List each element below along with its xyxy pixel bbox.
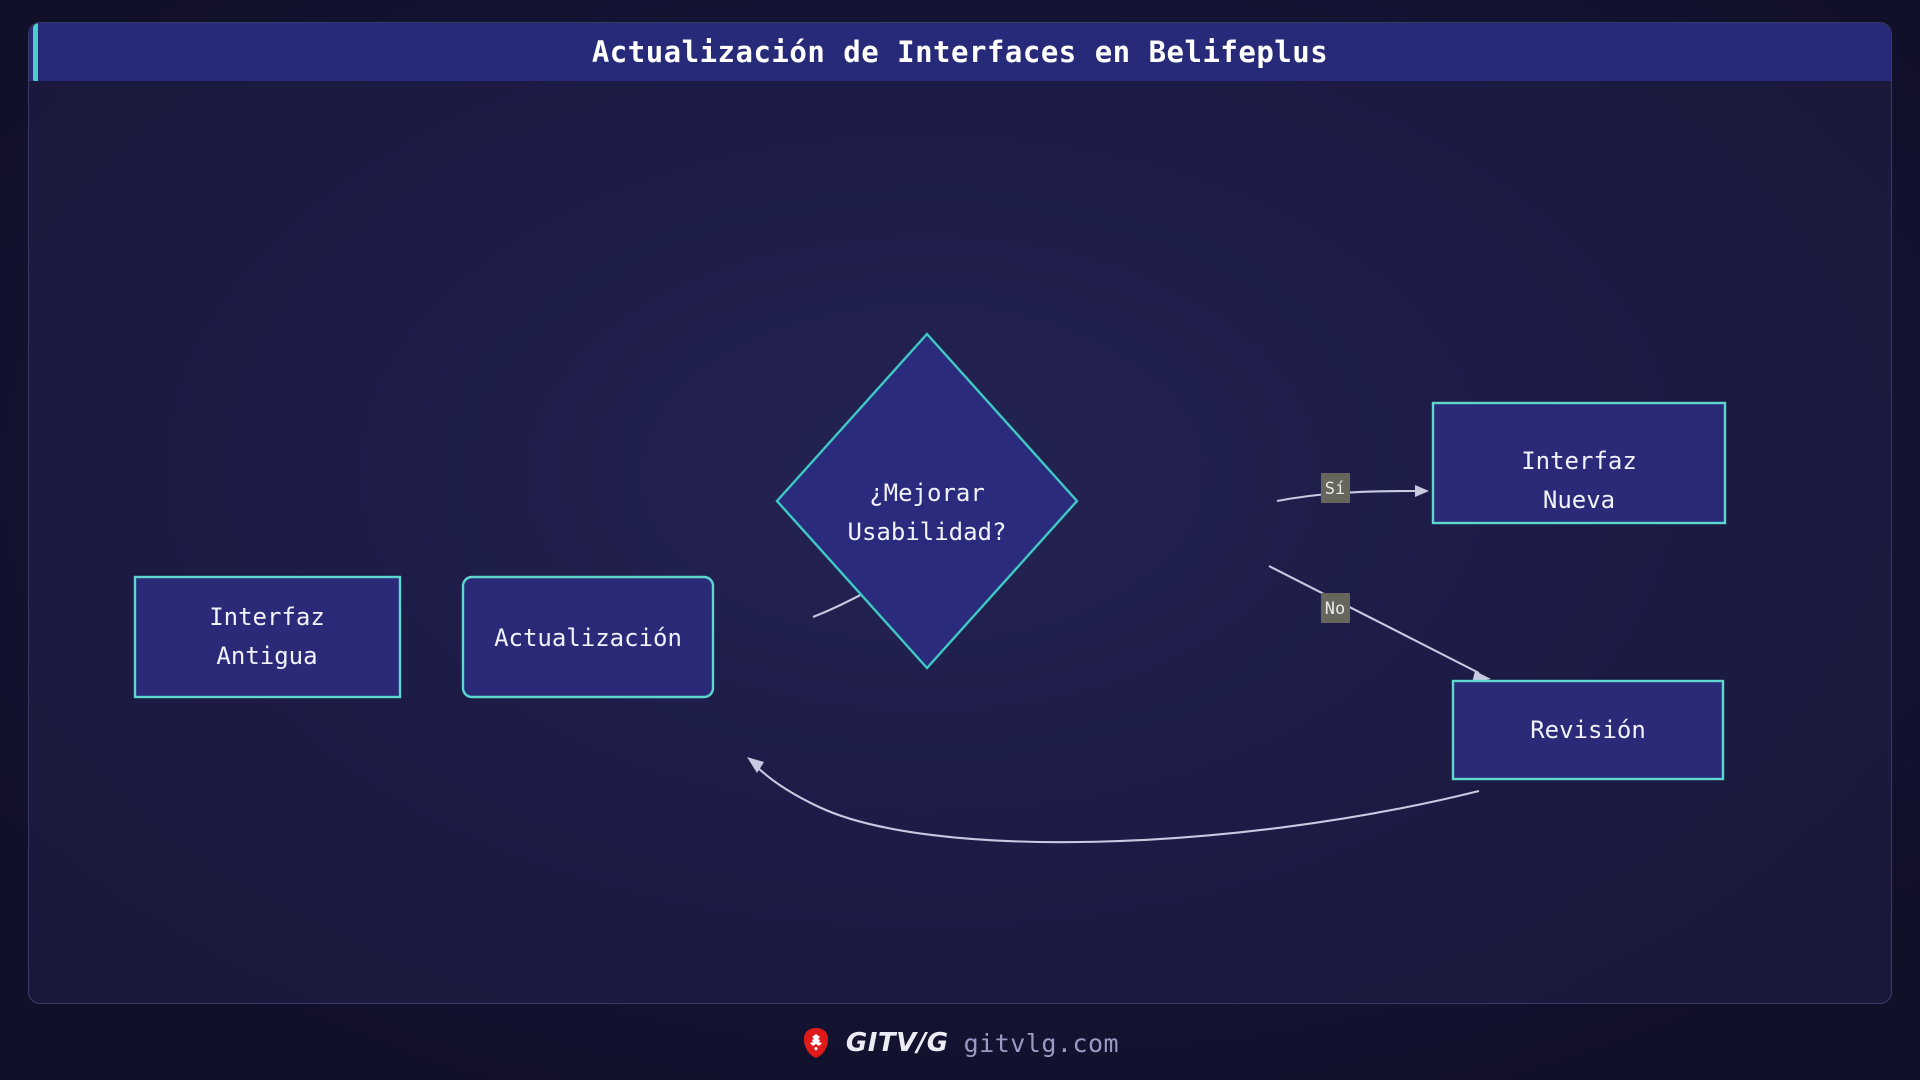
node-revision[interactable]: Revisión	[1451, 679, 1725, 781]
edge-label-no: No	[1325, 599, 1345, 619]
arrowhead	[1415, 485, 1429, 497]
edge-line	[754, 764, 1480, 844]
node-label-line1: ¿Mejorar	[869, 479, 985, 507]
edge-label-background	[1321, 593, 1350, 623]
edge-label-si: Sí	[1325, 479, 1345, 499]
brand-name: GITV/G	[845, 1028, 949, 1058]
flowchart-canvas: Sí No Interfaz	[29, 81, 1891, 1003]
flowchart-svg: Sí No Interfaz	[133, 332, 1727, 844]
node-label-line2: Nueva	[1543, 486, 1615, 514]
panel-header: Actualización de Interfaces en Belifeplu…	[29, 23, 1891, 81]
header-accent-bar	[33, 23, 38, 81]
edge-mejorar-to-interfaz-nueva: Sí	[1276, 473, 1429, 503]
node-shape[interactable]	[775, 332, 1079, 670]
node-label-line2: Usabilidad?	[848, 518, 1007, 546]
node-shape[interactable]	[133, 575, 402, 699]
node-label-line1: Revisión	[1530, 716, 1646, 744]
footer-branding: GITV/G gitvlg.com	[0, 1012, 1920, 1074]
edge-revision-to-actualizacion	[747, 757, 1480, 844]
diagram-panel: Actualización de Interfaces en Belifeplu…	[28, 22, 1892, 1004]
page-title: Actualización de Interfaces en Belifeplu…	[591, 35, 1329, 69]
node-label-line1: Actualización	[494, 624, 682, 652]
node-interfaz-nueva[interactable]: Interfaz Nueva	[1431, 401, 1727, 525]
node-label-line2: Antigua	[216, 642, 317, 670]
edge-line	[1268, 565, 1480, 674]
node-shape[interactable]	[1451, 679, 1725, 781]
node-label-line1: Interfaz	[209, 603, 325, 631]
brave-lion-logo-icon	[803, 1028, 828, 1058]
node-actualizacion[interactable]: Actualización	[461, 575, 715, 699]
edge-label-background	[1321, 473, 1350, 503]
node-shape[interactable]	[461, 575, 715, 699]
edge-mejorar-to-revision: No	[1268, 565, 1491, 683]
arrowhead	[747, 757, 764, 773]
node-mejorar-usabilidad[interactable]: ¿Mejorar Usabilidad?	[775, 332, 1079, 670]
node-interfaz-antigua[interactable]: Interfaz Antigua	[133, 575, 402, 699]
node-shape[interactable]	[1431, 401, 1727, 525]
brand-url: gitvlg.com	[963, 1028, 1120, 1058]
node-label-line1: Interfaz	[1521, 447, 1637, 475]
